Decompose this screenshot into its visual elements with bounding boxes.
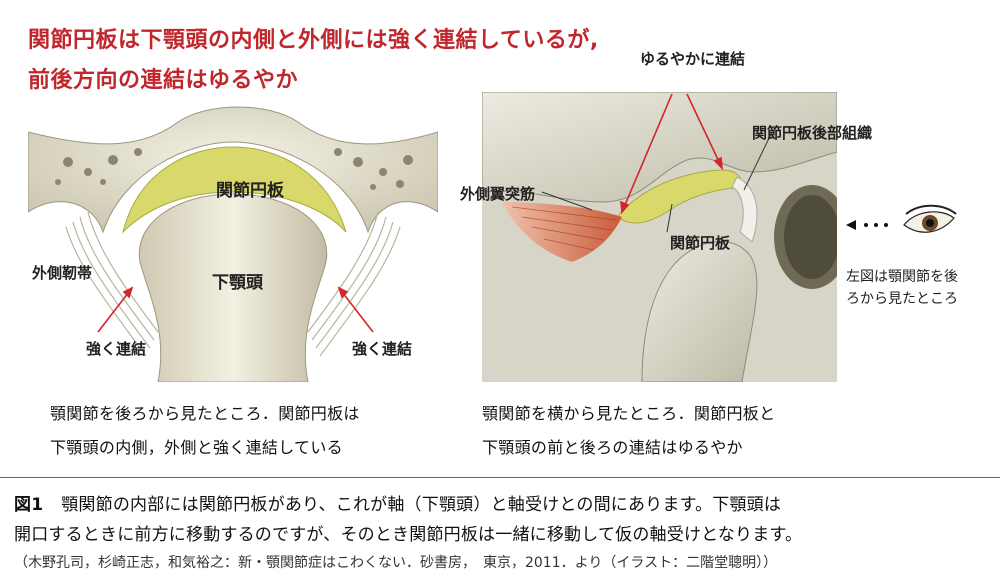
left-caption-line-1: 顎関節を後ろから見たところ．関節円板は — [50, 404, 360, 423]
loose-link-arrows — [620, 93, 724, 214]
figure-credit: （木野孔司，杉崎正志，和気裕之：新・顎関節症はこわくない．砂書房， 東京，201… — [14, 555, 778, 571]
view-note-line-2: ろから見たところ — [846, 291, 958, 307]
loose-link-label: ゆるやかに連結 — [640, 50, 746, 68]
figure-text-1: 顎関節の内部には関節円板があり、これが軸（下顎頭）と軸受けとの間にあります。下顎… — [61, 495, 782, 515]
left-disc-label: 関節円板 — [216, 181, 284, 201]
strong-link-arrows — [97, 286, 374, 333]
eye-icon — [846, 204, 957, 233]
lateral-ligaments — [65, 211, 401, 357]
right-caption-line-1: 顎関節を横から見たところ．関節円板と — [482, 404, 776, 423]
tmj-side-view-illustration — [482, 92, 837, 382]
bone-pores — [55, 148, 413, 190]
view-note-line-1: 左図は顎関節を後 — [846, 269, 958, 285]
condyle — [138, 193, 328, 382]
retrodiscal-pointer — [743, 131, 773, 191]
figure-text-line-2: 開口するときに前方に移動するのですが、そのとき関節円板は一緒に移動して仮の軸受け… — [14, 525, 803, 545]
strong-link-left-label: 強く連結 — [86, 340, 147, 358]
left-condyle-label: 下顎頭 — [212, 273, 263, 293]
disc-pointer — [666, 203, 673, 233]
figure-text-line-1: 図1 顎関節の内部には関節円板があり、これが軸（下顎頭）と軸受けとの間にあります。… — [14, 490, 781, 515]
strong-link-right-label: 強く連結 — [352, 340, 413, 358]
heading-line-2: 前後方向の連結はゆるやか — [28, 68, 299, 93]
articular-disc — [122, 146, 347, 234]
retrodiscal-label: 関節円板後部組織 — [752, 124, 873, 142]
retrodiscal-tissue — [731, 176, 758, 243]
pterygoid-label: 外側翼突筋 — [460, 185, 536, 203]
ligament-label: 外側靭帯 — [32, 264, 93, 282]
condyle-side — [641, 240, 758, 382]
pterygoid-pointer — [541, 191, 593, 211]
section-divider — [0, 477, 1000, 478]
temporal-bone — [28, 106, 438, 234]
right-caption-line-2: 下顎頭の前と後ろの連結はゆるやか — [482, 438, 743, 457]
right-disc-label: 関節円板 — [670, 234, 731, 252]
tmj-back-view-illustration — [28, 106, 438, 382]
heading-line-1: 関節円板は下顎頭の内側と外側には強く連結しているが, — [28, 28, 599, 53]
figure-label: 図1 — [14, 495, 44, 515]
temporal-bone-side — [482, 92, 837, 203]
left-caption-line-2: 下顎頭の内側，外側と強く連結している — [50, 438, 343, 457]
